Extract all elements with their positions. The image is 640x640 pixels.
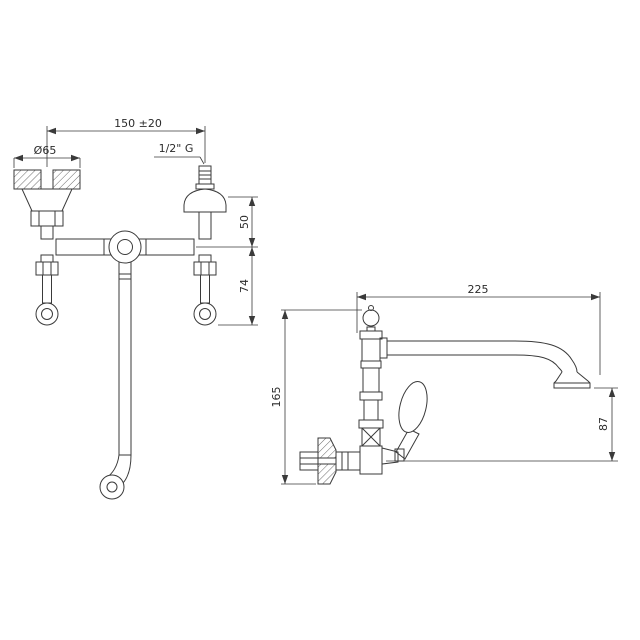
check-valve-symbol bbox=[361, 427, 381, 447]
dim-axis-to-inlet-label: 74 bbox=[238, 279, 251, 293]
front-view-dimensions: 150 ±20 Ø65 1/2" G 50 74 bbox=[13, 117, 258, 326]
left-wall-plate bbox=[13, 169, 81, 190]
spout-outlet-side bbox=[553, 371, 591, 389]
spout-side bbox=[379, 337, 591, 389]
spout-downpipe bbox=[99, 261, 132, 500]
dim-outlet-drop-label: 87 bbox=[597, 417, 610, 431]
finial-ball bbox=[362, 309, 380, 327]
dim-flange-diameter-label: Ø65 bbox=[34, 144, 57, 157]
dim-flange-to-axis-label: 50 bbox=[238, 215, 251, 229]
left-inlet-valve bbox=[21, 188, 73, 326]
wall-flange bbox=[317, 437, 337, 485]
dim-height-label: 165 bbox=[270, 387, 283, 408]
side-view: 225 165 87 bbox=[270, 283, 618, 485]
spout-outlet-front bbox=[99, 474, 125, 500]
side-view-dimensions: 225 165 87 bbox=[270, 283, 618, 485]
dim-width-label: 150 ±20 bbox=[114, 117, 162, 130]
center-hub bbox=[108, 230, 142, 264]
lever-handle bbox=[381, 381, 428, 465]
right-inlet-valve bbox=[183, 165, 227, 326]
wall-stub bbox=[299, 451, 319, 471]
control-column bbox=[358, 305, 384, 475]
dim-thread-label: 1/2" G bbox=[159, 142, 194, 155]
dim-spout-reach-label: 225 bbox=[468, 283, 489, 296]
body-pipe-side bbox=[335, 451, 361, 471]
front-view: 150 ±20 Ø65 1/2" G 50 74 bbox=[13, 117, 258, 500]
